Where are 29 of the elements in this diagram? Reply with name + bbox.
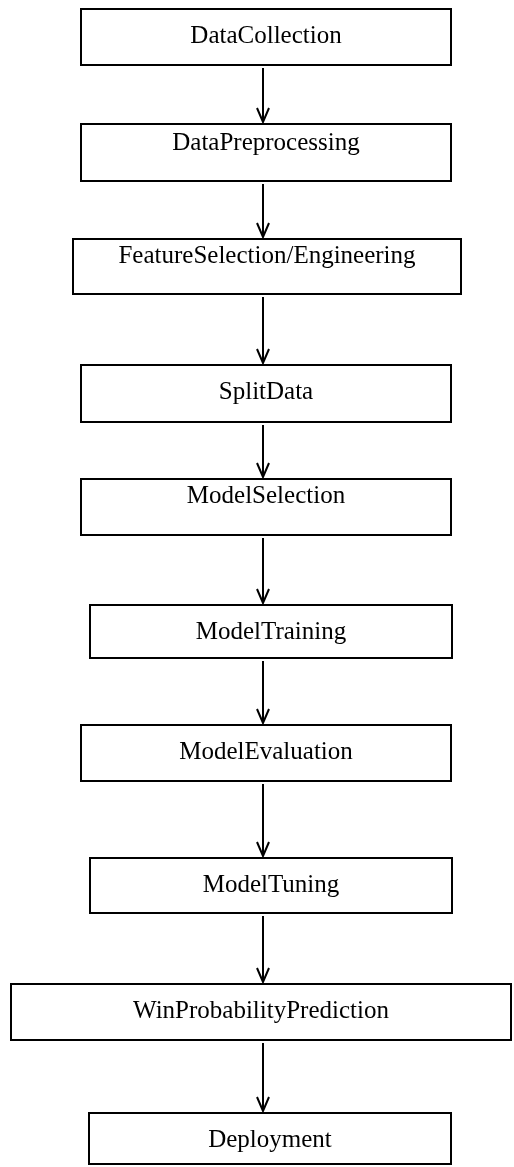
arrow	[256, 67, 270, 123]
arrow	[256, 660, 270, 724]
step-label: SplitData	[218, 376, 314, 406]
step-label: DataCollection	[190, 20, 342, 50]
process-box	[80, 8, 452, 66]
process-box	[10, 983, 512, 1041]
step-label: WinProbabilityPrediction	[133, 995, 389, 1025]
arrow	[256, 183, 270, 238]
process-box	[72, 238, 462, 295]
process-box	[80, 123, 452, 182]
step-label: Deployment	[208, 1124, 332, 1154]
step-label: ModelEvaluation	[179, 736, 353, 766]
arrow	[256, 1042, 270, 1112]
step-label: DataPreprocessing	[172, 127, 360, 157]
step-label: FeatureSelection/Engineering	[118, 240, 416, 270]
process-box	[80, 478, 452, 536]
process-box	[80, 724, 452, 782]
step-label: ModelSelection	[186, 480, 346, 510]
arrow	[256, 783, 270, 857]
process-box	[89, 857, 453, 914]
step-label: ModelTuning	[202, 869, 340, 899]
process-box	[88, 1112, 452, 1165]
arrow	[256, 915, 270, 983]
step-label: ModelTraining	[195, 616, 347, 646]
process-box	[89, 604, 453, 659]
process-box	[80, 364, 452, 423]
arrow	[256, 296, 270, 364]
arrow	[256, 424, 270, 478]
arrow	[256, 537, 270, 604]
